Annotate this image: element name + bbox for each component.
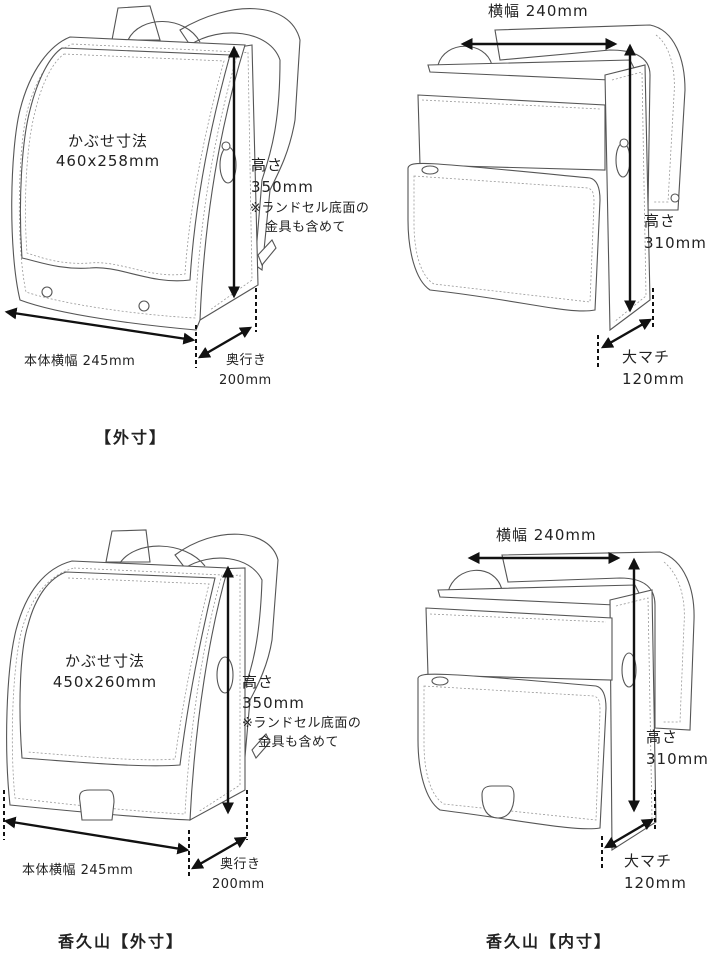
height-note-line2: 金具も含めて — [258, 735, 340, 750]
height-note-line1: ※ランドセル底面の — [242, 716, 362, 731]
flap-dimension-value: 450x260mm — [52, 673, 158, 691]
kaguyama-outer-dimensions-diagram: かぶせ寸法 450x260mm 高さ 350mm ※ランドセル底面の 金具も含め… — [0, 500, 400, 962]
gusset-label: 大マチ — [622, 348, 671, 366]
inner-width-label: 横幅 240mm — [488, 2, 589, 20]
backpack-outer-illustration — [4, 5, 301, 368]
outer-dimensions-diagram: かぶせ寸法 460x258mm 高さ 350mm ※ランドセル底面の 金具も含め… — [0, 0, 400, 460]
depth-label: 奥行き — [226, 353, 267, 368]
inner-dimensions-diagram: 横幅 240mm 高さ 310mm 大マチ 120mm — [400, 0, 720, 460]
inner-height-value: 310mm — [644, 234, 707, 252]
body-width-label: 本体横幅 245mm — [22, 863, 134, 878]
height-label: 高さ — [251, 156, 284, 174]
depth-value: 200mm — [212, 877, 265, 892]
gusset-value: 120mm — [624, 874, 687, 892]
backpack-kaguyama-outer-illustration — [3, 529, 279, 878]
flap-dimension-value: 460x258mm — [55, 152, 161, 170]
inner-height-value: 310mm — [646, 750, 709, 768]
height-note-line1: ※ランドセル底面の — [250, 201, 370, 216]
gusset-label: 大マチ — [624, 852, 673, 870]
caption-kaguyama-outer: 香久山【外寸】 — [58, 932, 185, 951]
backpack-kaguyama-inner-illustration — [417, 551, 695, 870]
height-label: 高さ — [242, 673, 275, 691]
height-value: 350mm — [251, 178, 314, 196]
depth-label: 奥行き — [220, 857, 261, 872]
height-value: 350mm — [242, 694, 305, 712]
depth-value: 200mm — [219, 373, 272, 388]
kaguyama-inner-dimensions-diagram: 横幅 240mm 高さ 310mm 大マチ 120mm 香久山【内寸】 — [400, 500, 720, 962]
inner-height-label: 高さ — [644, 212, 677, 230]
caption-outer: 【外寸】 — [95, 428, 168, 447]
caption-kaguyama-inner: 香久山【内寸】 — [486, 932, 613, 951]
flap-dimension-label: かぶせ寸法 — [64, 652, 145, 670]
height-note-line2: 金具も含めて — [265, 220, 347, 235]
inner-height-label: 高さ — [646, 728, 679, 746]
backpack-inner-illustration — [407, 24, 686, 370]
gusset-value: 120mm — [622, 370, 685, 388]
body-width-label: 本体横幅 245mm — [24, 354, 136, 369]
inner-width-label: 横幅 240mm — [496, 526, 597, 544]
flap-dimension-label: かぶせ寸法 — [67, 132, 148, 150]
